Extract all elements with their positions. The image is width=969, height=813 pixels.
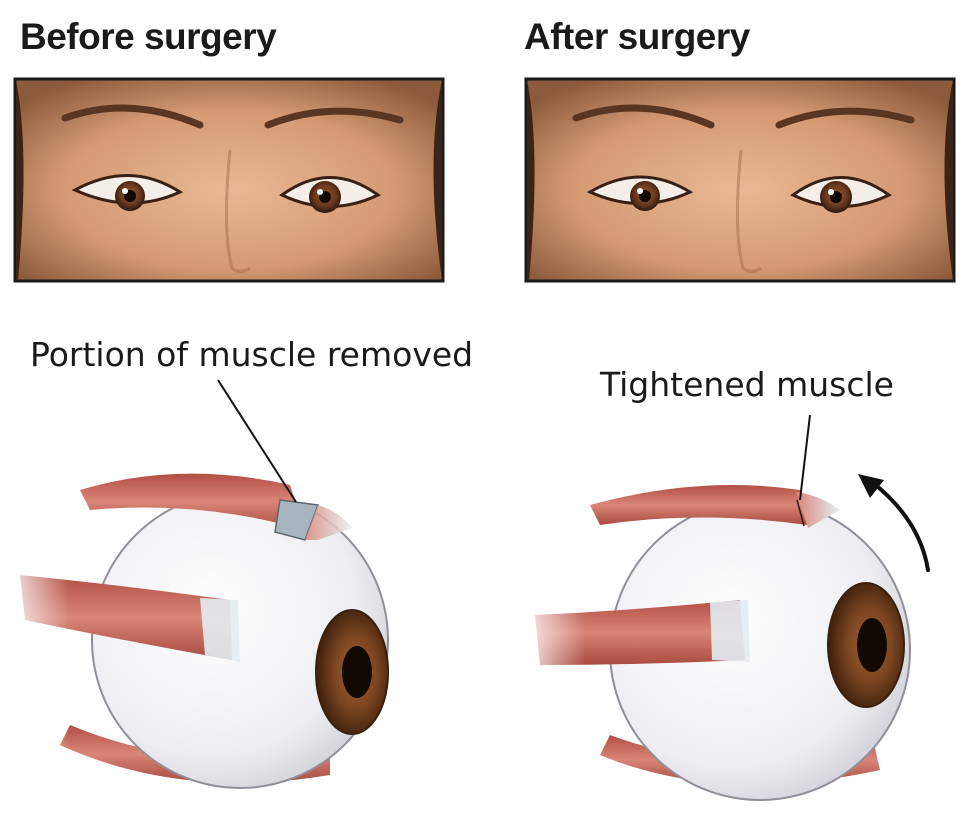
before-eyes-panel bbox=[13, 77, 445, 283]
before-surgery-title: Before surgery bbox=[20, 16, 277, 57]
removed-leader-line bbox=[217, 379, 297, 503]
tightened-muscle-label: Tightened muscle bbox=[600, 365, 894, 404]
after-surgery-title: After surgery bbox=[524, 16, 750, 57]
after-eyes-panel bbox=[524, 77, 956, 283]
portion-removed-label: Portion of muscle removed bbox=[30, 335, 474, 374]
eyeball-after-illustration bbox=[515, 470, 911, 801]
rotation-arrow-icon bbox=[858, 474, 930, 572]
tightened-leader-line bbox=[799, 414, 811, 501]
eyeball-before-illustration bbox=[0, 460, 389, 800]
suture-mark bbox=[796, 499, 805, 527]
